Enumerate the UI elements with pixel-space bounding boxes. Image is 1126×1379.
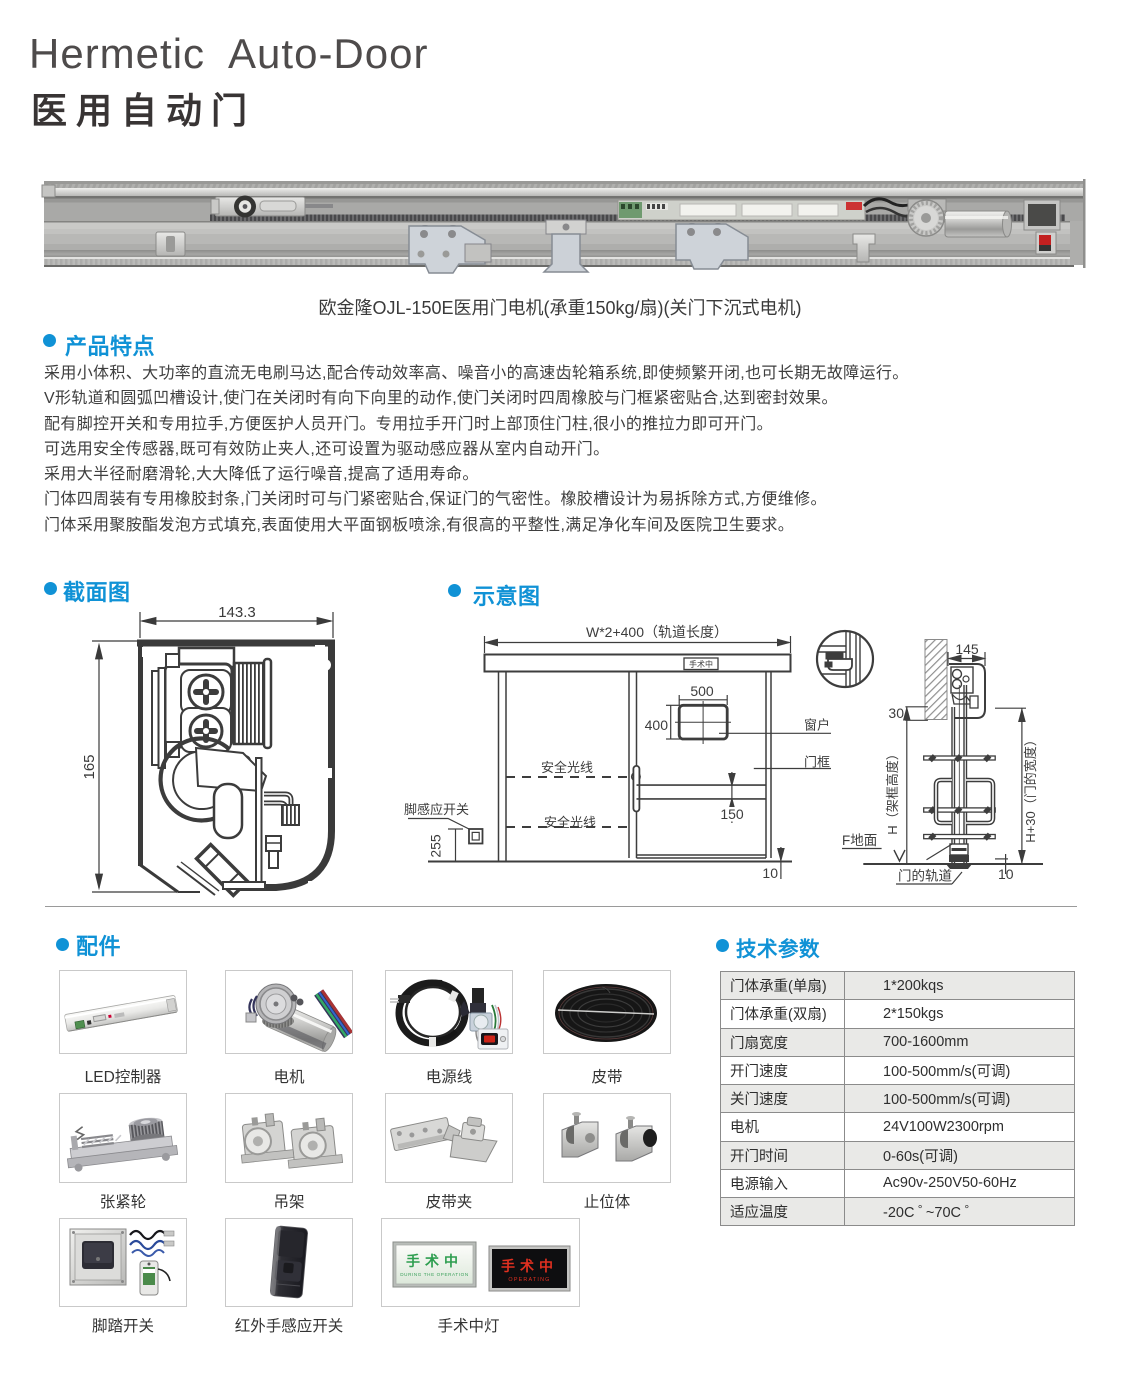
svg-text:400: 400 [645,717,669,733]
svg-text:H（架框高度）: H（架框高度） [885,747,900,834]
svg-text:145: 145 [955,641,979,657]
svg-text:手术中: 手术中 [689,659,713,669]
svg-text:165: 165 [81,754,98,779]
svg-text:255: 255 [428,834,444,858]
svg-text:OPERATING: OPERATING [508,1277,550,1283]
svg-text:H+30（门的宽度）: H+30（门的宽度） [1023,733,1038,842]
svg-text:500: 500 [690,683,714,699]
svg-text:150: 150 [720,806,744,822]
svg-text:脚感应开关: 脚感应开关 [404,802,469,817]
svg-text:W*2+400（轨道长度）: W*2+400（轨道长度） [586,624,728,640]
svg-text:DURING THE OPERATION: DURING THE OPERATION [400,1272,469,1277]
svg-text:30: 30 [888,705,904,721]
svg-text:门框: 门框 [804,755,830,770]
svg-text:F地面: F地面 [842,833,877,848]
svg-text:门的轨道: 门的轨道 [898,869,952,884]
svg-text:安全光线: 安全光线 [544,815,596,830]
svg-text:窗户: 窗户 [804,718,830,733]
svg-text:143.3: 143.3 [218,604,256,621]
svg-text:10: 10 [762,865,778,881]
svg-text:安全光线: 安全光线 [541,760,593,775]
svg-text:手术中: 手术中 [501,1258,558,1274]
svg-text:手术中: 手术中 [406,1253,463,1269]
